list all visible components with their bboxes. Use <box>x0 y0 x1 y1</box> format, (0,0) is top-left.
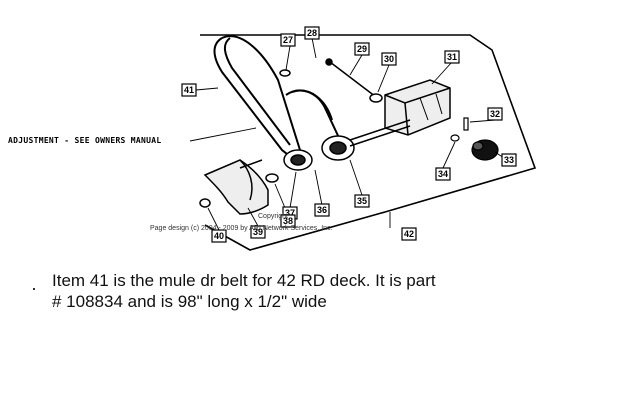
callout-33: 33 <box>501 153 517 167</box>
svg-text:32: 32 <box>490 109 500 119</box>
svg-text:35: 35 <box>357 196 367 206</box>
svg-text:34: 34 <box>438 169 448 179</box>
svg-text:28: 28 <box>307 28 317 38</box>
callout-36: 36 <box>314 203 330 217</box>
belt-guard <box>203 159 269 215</box>
belt-note: Item 41 is the mule dr belt for 42 RD de… <box>52 270 612 312</box>
parts-diagram: ADJUSTMENT - SEE OWNERS MANUAL 27 28 29 … <box>8 26 537 251</box>
svg-text:41: 41 <box>184 85 194 95</box>
page-design-credit: Page design (c) 2004 - 2009 by ARI Netwo… <box>150 225 333 232</box>
callout-41: 41 <box>181 83 197 97</box>
callouts: 27 28 29 30 31 32 33 34 <box>181 26 517 243</box>
leader-lines <box>195 37 505 233</box>
drive-pulley <box>321 135 355 161</box>
knob <box>471 139 499 161</box>
callout-27: 27 <box>280 33 296 47</box>
spacer <box>265 173 279 183</box>
pin <box>463 117 469 131</box>
callout-28: 28 <box>304 26 320 40</box>
copyright-label: Copyright <box>258 213 288 220</box>
bolt-40 <box>199 198 211 208</box>
idler-pulley <box>283 149 313 171</box>
callout-35: 35 <box>354 194 370 208</box>
adjustment-rod <box>325 58 383 103</box>
callout-34: 34 <box>435 167 451 181</box>
deck-outline <box>200 34 537 251</box>
washer-34 <box>450 134 460 142</box>
drive-shaft <box>349 119 411 147</box>
svg-text:40: 40 <box>214 231 224 241</box>
gearbox <box>384 79 451 136</box>
svg-text:39: 39 <box>253 227 263 237</box>
svg-text:27: 27 <box>283 35 293 45</box>
callout-42: 42 <box>401 227 417 241</box>
stray-dot <box>33 288 35 290</box>
svg-text:29: 29 <box>357 44 367 54</box>
svg-text:33: 33 <box>504 155 514 165</box>
callout-32: 32 <box>487 107 503 121</box>
callout-31: 31 <box>444 50 460 64</box>
belt-note-line-1: Item 41 is the mule dr belt for 42 RD de… <box>52 271 436 290</box>
washer-27 <box>279 69 291 77</box>
svg-text:38: 38 <box>283 216 293 226</box>
svg-text:30: 30 <box>384 54 394 64</box>
adjustment-note: ADJUSTMENT - SEE OWNERS MANUAL <box>8 136 162 145</box>
callout-40: 40 <box>211 229 227 243</box>
belt-note-line-2: # 108834 and is 98" long x 1/2" wide <box>52 292 327 311</box>
mule-drive-belt <box>213 35 341 159</box>
svg-text:31: 31 <box>447 52 457 62</box>
svg-text:42: 42 <box>404 229 414 239</box>
adjustment-leader <box>189 127 257 142</box>
svg-text:37: 37 <box>285 208 295 218</box>
svg-text:36: 36 <box>317 205 327 215</box>
callout-30: 30 <box>381 52 397 66</box>
callout-38: 38 <box>280 214 296 228</box>
callout-29: 29 <box>354 42 370 56</box>
callout-39: 39 <box>250 225 266 239</box>
